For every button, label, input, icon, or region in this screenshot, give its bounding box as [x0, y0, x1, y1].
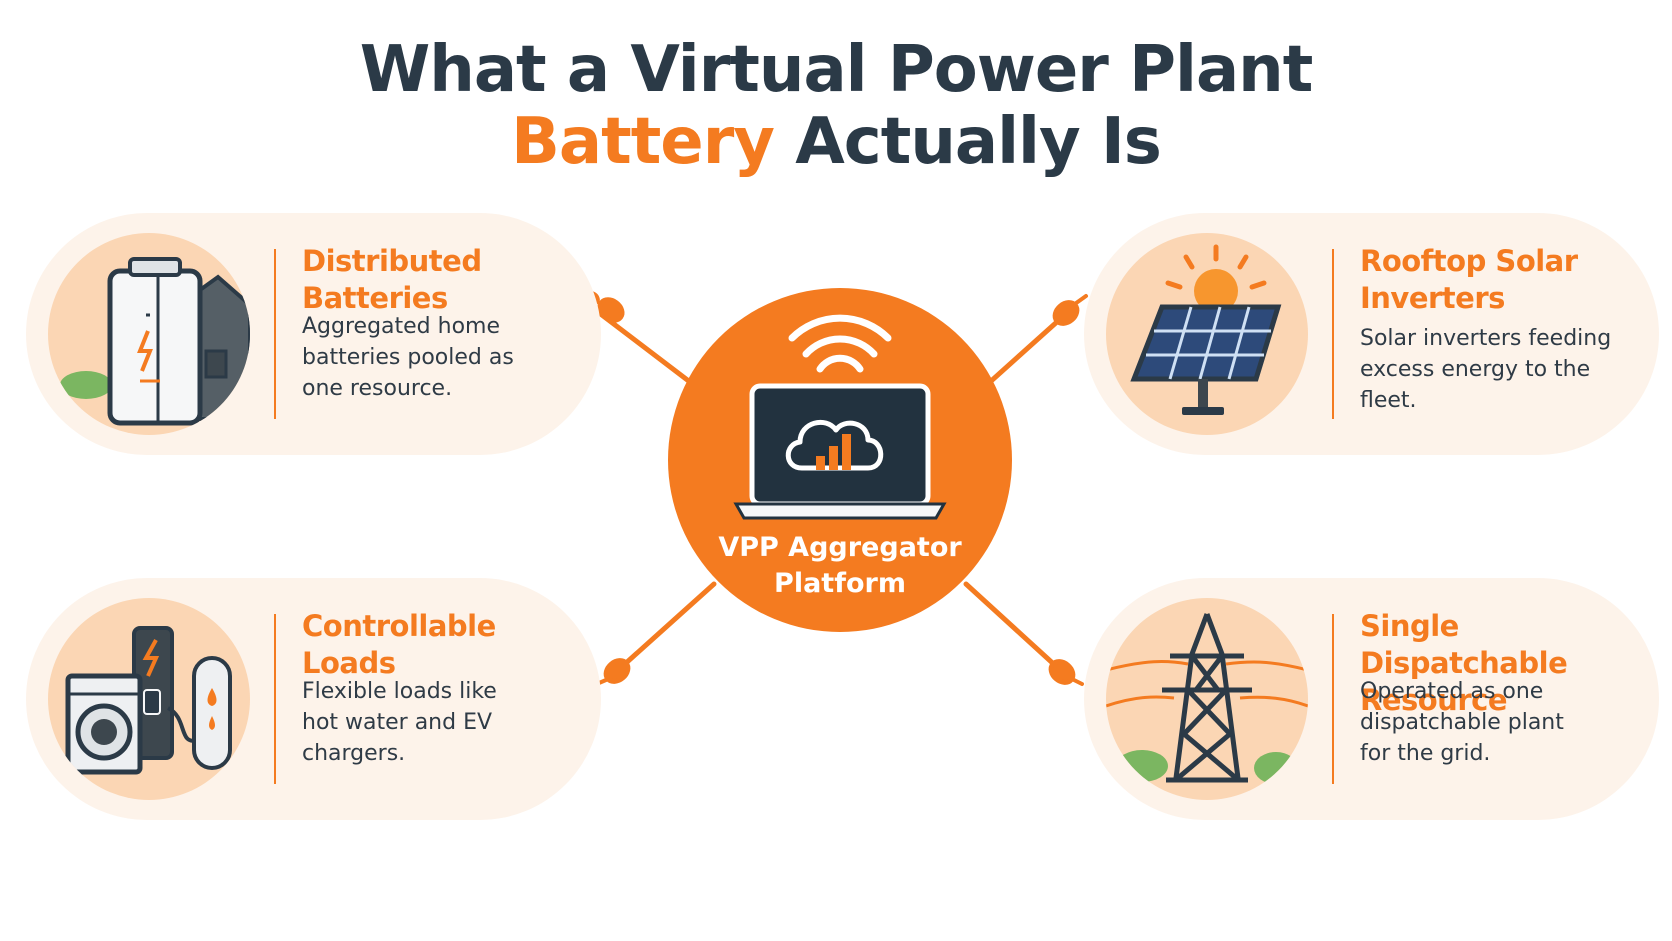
card-divider: [274, 614, 276, 784]
card-distributed-batteries: Distributed Batteries Aggregated home ba…: [26, 213, 601, 455]
card-description: Operated as one dispatchable plant for t…: [1360, 679, 1564, 766]
hub-label: VPP Aggregator Platform: [718, 532, 962, 599]
vpp-aggregator-hub: VPP Aggregator Platform: [668, 288, 1012, 632]
card-title: Rooftop Solar Inverters: [1360, 244, 1578, 315]
appliances-icon: [48, 598, 250, 800]
page-title: What a Virtual Power Plant Battery Actua…: [0, 34, 1672, 178]
card-description: Aggregated home batteries pooled as one …: [302, 314, 514, 401]
card-description: Solar inverters feeding excess energy to…: [1360, 326, 1612, 413]
title-line-2: Battery Actually Is: [0, 106, 1672, 178]
laptop-cloud-chart-icon: [733, 314, 947, 520]
card-divider: [1332, 614, 1334, 784]
card-title: Single Dispatchable Resource: [1360, 609, 1568, 717]
card-rooftop-solar-inverters: Rooftop Solar Inverters Solar inverters …: [1084, 213, 1659, 455]
solar-panel-icon: [1106, 233, 1308, 435]
card-title: Controllable Loads: [302, 609, 496, 680]
card-single-dispatchable-resource: Single Dispatchable Resource Operated as…: [1084, 578, 1659, 820]
home-battery-icon: [48, 233, 250, 435]
card-controllable-loads: Controllable Loads Flexible loads like h…: [26, 578, 601, 820]
card-description: Flexible loads like hot water and EV cha…: [302, 679, 497, 766]
title-line-1: What a Virtual Power Plant: [359, 33, 1314, 107]
connector-bottom-right: [963, 581, 1084, 686]
card-divider: [1332, 249, 1334, 419]
title-accent-word: Battery: [511, 105, 775, 179]
transmission-tower-icon: [1106, 598, 1308, 800]
connector-top-right: [987, 294, 1088, 385]
connector-bottom-left: [590, 581, 717, 688]
card-divider: [274, 249, 276, 419]
title-line-2-rest: Actually Is: [773, 105, 1162, 179]
card-title: Distributed Batteries: [302, 244, 482, 315]
